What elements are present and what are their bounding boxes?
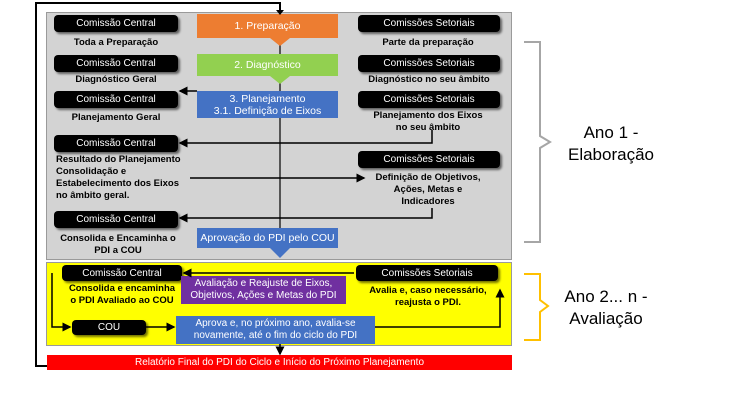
step-diagnosis: 2. Diagnóstico — [197, 54, 338, 76]
sector-text-1: Parte da preparação — [382, 37, 474, 48]
sector-text-4-line3: Indicadores — [401, 196, 455, 207]
year1-label-line1: Ano 1 - — [583, 123, 639, 142]
year1-label-line2: Elaboração — [567, 145, 654, 164]
brace-year2 — [524, 273, 550, 341]
chevron-2 — [270, 76, 290, 84]
central-text-2: Diagnóstico Geral — [75, 74, 157, 85]
year1-label: Ano 1 - Elaboração — [556, 122, 666, 166]
sector-text-2: Diagnóstico no seu âmbito — [368, 74, 490, 85]
loop-line-bottom — [35, 365, 49, 367]
central-committee-box-4: Comissão Central — [54, 135, 178, 152]
central-text-eval-line2: o PDI Avaliado ao COU — [70, 295, 174, 306]
loop-line-top — [35, 2, 280, 4]
sector-text-3-line1: Planejamento dos Eixos — [373, 110, 483, 121]
sector-text-eval-line2: reajusta o PDI. — [395, 297, 461, 308]
central-text-3: Planejamento Geral — [71, 112, 161, 123]
central-committee-box-2: Comissão Central — [54, 55, 178, 72]
brace-year1 — [524, 41, 552, 243]
step-planning-line1: 3. Planejamento — [229, 92, 306, 105]
sector-text-4: Definição de Objetivos, Ações, Metas e I… — [352, 172, 504, 208]
year2-label: Ano 2... n - Avaliação — [546, 286, 666, 330]
step-evaluation-adjust: Avaliação e Reajuste de Eixos, Objetivos… — [181, 276, 346, 304]
sector-text-eval-line1: Avalia e, caso necessário, — [369, 285, 487, 296]
row3-to-row4-arrow — [178, 130, 433, 148]
sector-text-3: Planejamento dos Eixos no seu âmbito — [352, 110, 504, 134]
central-committee-box-5: Comissão Central — [54, 211, 178, 228]
sector-text-4-line2: Ações, Metas e — [393, 184, 463, 195]
eval-loop-left — [51, 273, 72, 332]
sector-text-eval: Avalia e, caso necessário, reajusta o PD… — [352, 285, 504, 309]
central-committee-box-eval: Comissão Central — [62, 265, 182, 281]
sector-committee-box-1: Comissões Setoriais — [358, 15, 500, 32]
row4-to-row5-arrow — [178, 208, 433, 223]
loop-line-down — [279, 2, 281, 14]
eval-blue-to-sector — [375, 288, 505, 328]
loop-arrow-tip — [276, 10, 284, 15]
sector-text-3-line2: no seu âmbito — [395, 122, 461, 133]
purple-step-line1: Avaliação e Reajuste de Eixos, — [194, 278, 333, 289]
final-report-bar: Relatório Final do PDI do Ciclo e Início… — [47, 355, 512, 370]
step-preparation: 1. Preparação — [197, 14, 338, 38]
central-text-4-line3: Estabelecimento dos Eixos — [56, 178, 180, 189]
step-approve-evaluate: Aprova e, no próximo ano, avalia-se nova… — [176, 316, 375, 344]
sector-text-4-line1: Definição de Objetivos, — [375, 172, 481, 183]
blue-step-line1: Aprova e, no próximo ano, avalia-se — [195, 318, 356, 329]
central-text-5: Consolida e Encaminha o PDI a COU — [52, 233, 184, 257]
central-text-4-line1: Resultado do Planejamento — [56, 154, 181, 165]
central-text-1: Toda a Preparação — [73, 37, 159, 48]
loop-line-left — [35, 2, 37, 366]
central-text-5-line1: Consolida e Encaminha o — [60, 233, 176, 244]
sector-committee-box-4: Comissões Setoriais — [358, 151, 500, 168]
central-text-4: Resultado do Planejamento Consolidação e… — [56, 154, 196, 202]
center-connector — [279, 36, 281, 256]
central-text-4-line4: no âmbito geral. — [56, 190, 130, 201]
purple-step-line2: Objetivos, Ações e Metas do PDI — [190, 290, 337, 301]
central-text-eval-line1: Consolida e encaminha — [68, 283, 176, 294]
step-planning-line2: 3.1. Definição de Eixos — [213, 104, 322, 117]
sector-committee-box-2: Comissões Setoriais — [358, 55, 500, 72]
blue-step-line2: novamente, até o fim do ciclo do PDI — [193, 330, 358, 341]
sector-committee-box-3: Comissões Setoriais — [358, 91, 500, 108]
year2-label-line2: Avaliação — [569, 309, 643, 328]
central-text-5-line2: PDI a COU — [94, 245, 142, 256]
year2-label-line1: Ano 2... n - — [564, 287, 648, 306]
chevron-5 — [270, 248, 290, 258]
central-committee-box-1: Comissão Central — [54, 15, 178, 32]
central-text-4-line2: Consolidação e — [56, 166, 127, 177]
sector-committee-box-eval: Comissões Setoriais — [356, 265, 498, 281]
central-committee-box-3: Comissão Central — [54, 91, 178, 108]
step-planning: 3. Planejamento 3.1. Definição de Eixos — [197, 91, 338, 118]
cou-box: COU — [72, 320, 146, 335]
chevron-1 — [270, 38, 290, 46]
step-cou-approval: Aprovação do PDI pelo COU — [197, 228, 338, 248]
central-text-eval: Consolida e encaminha o PDI Avaliado ao … — [52, 283, 192, 307]
